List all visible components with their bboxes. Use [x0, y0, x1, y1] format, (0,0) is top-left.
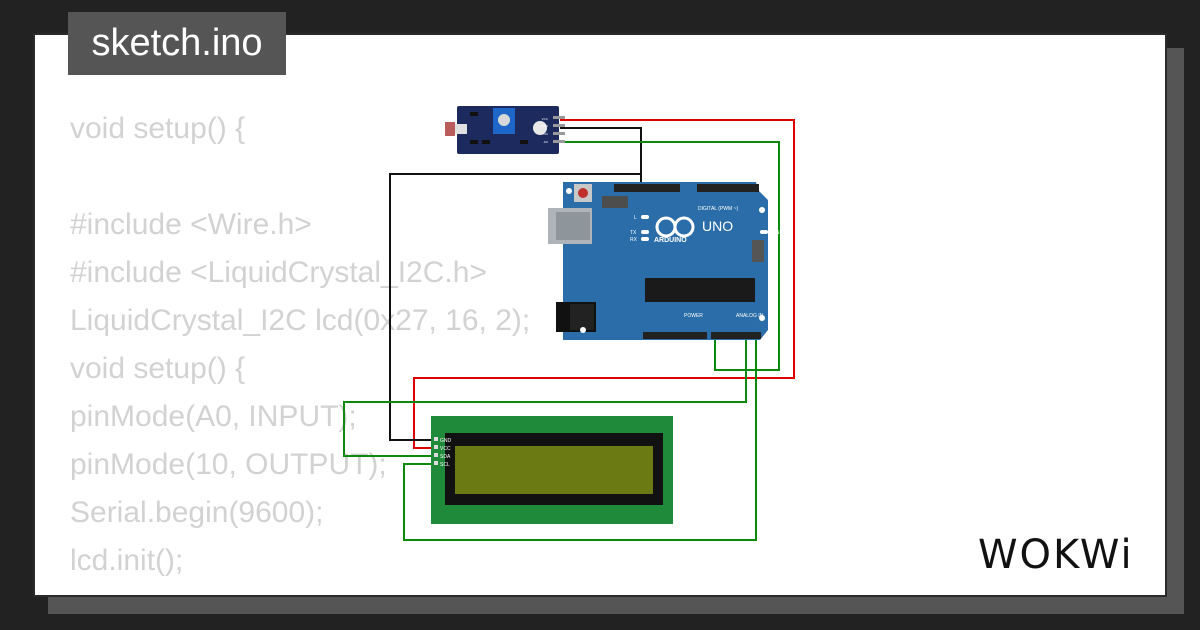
arduino-brand-label: ARDUINO [654, 237, 687, 244]
wire-sda-green [343, 336, 747, 457]
sensor-pin-do: DO [544, 132, 549, 136]
arduino-analog-label: ANALOG IN [736, 313, 764, 319]
arduino-led-tx: TX [630, 230, 637, 236]
arduino-led-on: ON [772, 230, 780, 236]
wire-sensor-vcc-red [413, 119, 795, 449]
arduino-led-l: L [634, 215, 637, 221]
wires [343, 119, 795, 541]
file-tab-title: sketch.ino [68, 12, 286, 75]
sensor-pin-ao: AO [544, 140, 549, 144]
wokwi-logo-text: WOKWi [978, 532, 1134, 578]
lcd-pin-scl: SCL [440, 462, 450, 468]
wokwi-logo: WOKWi [976, 530, 1152, 580]
wire-black-lcd-gnd [389, 173, 641, 441]
arduino-uno-board[interactable]: UNO ARDUINO DIGITAL (PWM ~) POWER ANALOG… [548, 182, 780, 340]
wire-sensor-ao-green [560, 141, 780, 371]
sensor-pin-vcc: VCC [542, 117, 549, 121]
lcd-pin-sda: SDA [440, 454, 451, 460]
arduino-model-label: UNO [702, 218, 733, 234]
arduino-digital-label: DIGITAL (PWM ~) [698, 206, 738, 212]
lcd-pin-markers [434, 437, 438, 465]
lcd-pin-vcc: VCC [440, 446, 451, 452]
arduino-power-label: POWER [684, 313, 703, 319]
wire-scl-green [403, 336, 757, 541]
sensor-pin-gnd: GND [541, 124, 549, 128]
ldr-sensor-module[interactable]: VCC GND DO AO [445, 106, 565, 154]
lcd-1602-i2c[interactable]: GND VCC SDA SCL [431, 416, 673, 524]
arduino-led-rx: RX [630, 237, 638, 243]
lcd-pin-gnd: GND [440, 438, 452, 444]
wire-sensor-gnd-black [560, 127, 642, 186]
